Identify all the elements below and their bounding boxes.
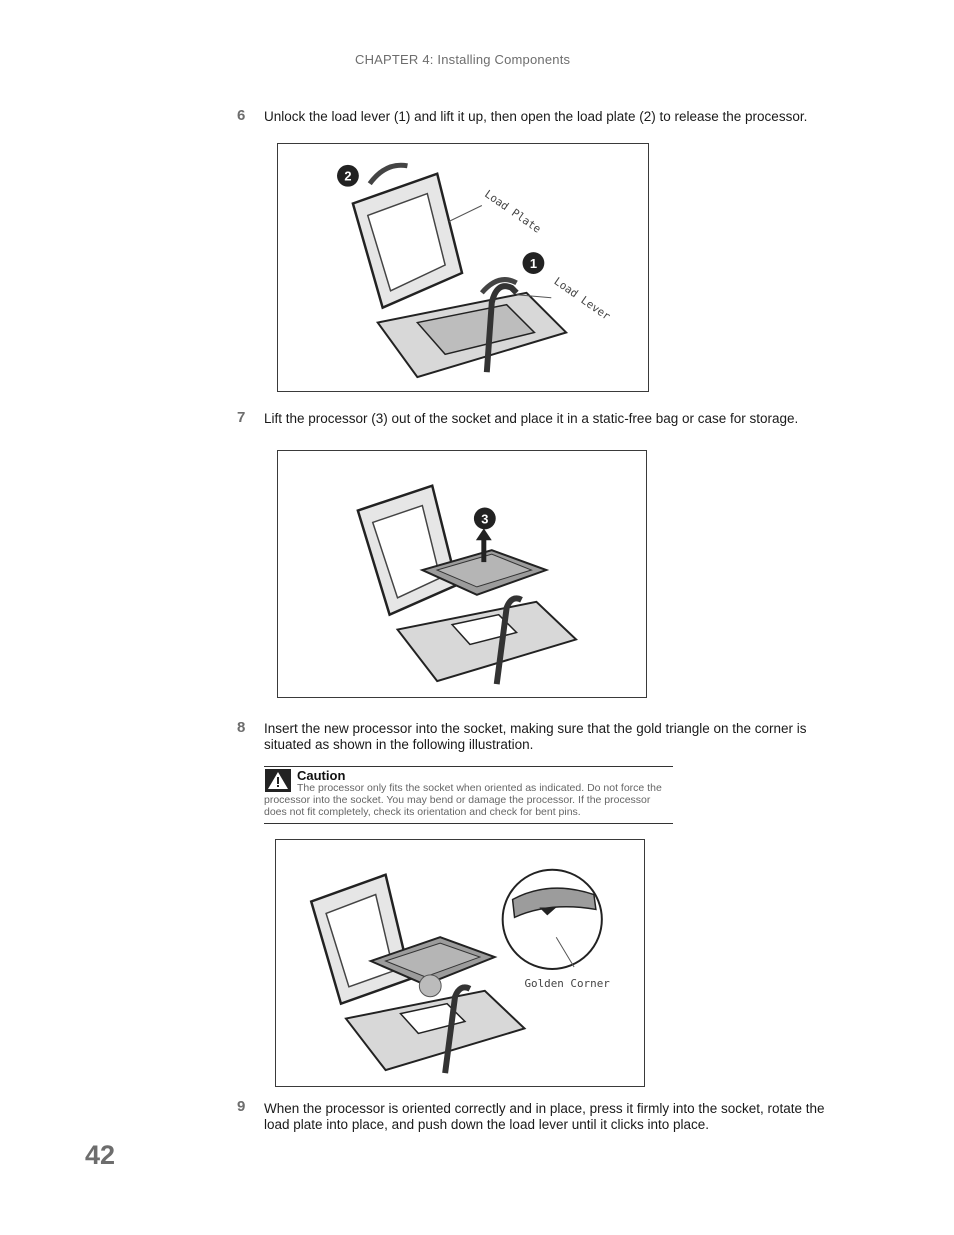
socket-illustration-3: Golden Corner	[309, 868, 610, 1074]
page-number: 42	[85, 1140, 116, 1170]
label-load-plate: Load Plate	[482, 187, 543, 235]
step-text: When the processor is oriented correctly…	[264, 1101, 825, 1132]
callout-1: 1	[530, 256, 537, 271]
callout-2: 2	[344, 169, 351, 184]
figure-open-load-plate: 2 1 Load Plate Load Lever	[277, 143, 649, 392]
figure-golden-corner: Golden Corner	[275, 839, 645, 1087]
label-load-lever: Load Lever	[552, 275, 614, 324]
label-golden-corner: Golden Corner	[524, 977, 610, 990]
step-text: Lift the processor (3) out of the socket…	[264, 411, 799, 426]
step-number: 6	[237, 107, 246, 124]
figure-lift-processor: 3	[277, 450, 647, 698]
step-number: 9	[237, 1098, 246, 1115]
caution-box: Caution The processor only fits the sock…	[264, 766, 673, 824]
chapter-header: CHAPTER 4: Installing Components	[355, 52, 571, 67]
step-text: Insert the new processor into the socket…	[264, 721, 807, 752]
socket-illustration-2: 3	[356, 484, 578, 685]
warning-icon	[265, 769, 291, 792]
caution-body: The processor only fits the socket when …	[264, 782, 662, 818]
socket-illustration-1: 2 1 Load Plate Load Lever	[337, 162, 614, 379]
callout-3: 3	[481, 511, 488, 526]
step-number: 8	[237, 719, 246, 736]
step-text: Unlock the load lever (1) and lift it up…	[264, 109, 808, 124]
step-number: 7	[237, 409, 246, 426]
caution-title: Caution	[297, 768, 346, 783]
